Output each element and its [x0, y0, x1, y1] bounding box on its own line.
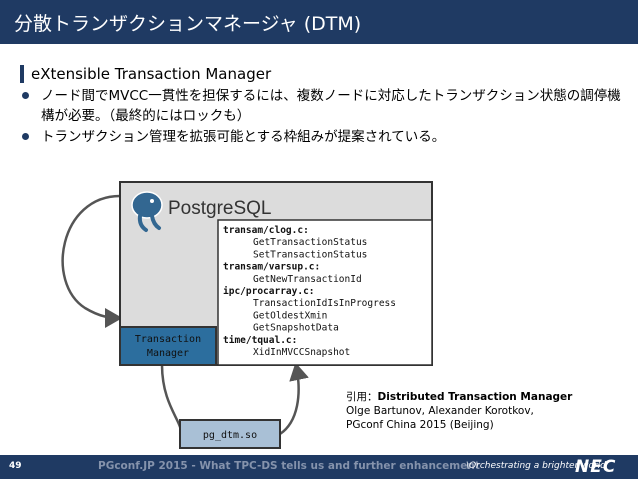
bullet-text: トランザクション管理を拡張可能とする枠組みが提案されている。 — [41, 129, 446, 145]
postgresql-logo-text: PostgreSQL — [168, 198, 272, 219]
code-function-name: GetSnapshotData — [253, 323, 339, 334]
bullet-dot-icon — [22, 133, 29, 140]
citation-title-line: 引用：Distributed Transaction Manager — [346, 390, 572, 404]
transaction-manager-label-line2: Manager — [147, 348, 189, 359]
transaction-manager-box — [119, 326, 217, 366]
code-function-name: TransactionIdIsInProgress — [253, 298, 396, 309]
code-function-name: GetOldestXmin — [253, 310, 327, 321]
bullet-text: ノード間でMVCC一貫性を担保するには、複数ノードに対応したトランザクション状態… — [41, 88, 621, 124]
page-number: 49 — [9, 461, 22, 471]
bullet-item: トランザクション管理を拡張可能とする枠組みが提案されている。 — [22, 127, 622, 147]
pg-dtm-library-box — [179, 419, 281, 449]
code-function-name: SetTransactionStatus — [253, 249, 367, 260]
lib-to-core-arrow — [279, 362, 309, 436]
citation: 引用：Distributed Transaction Manager Olge … — [346, 390, 572, 432]
code-function-name: XidInMVCCSnapshot — [253, 347, 350, 358]
tagline: \Orchestrating a brighter world — [466, 461, 606, 471]
footer-caption: PGconf.JP 2015 - What TPC-DS tells us an… — [98, 460, 480, 472]
transaction-manager-label-line1: Transaction — [135, 334, 201, 345]
code-file-heading: transam/varsup.c: — [223, 262, 320, 273]
citation-prefix: 引用： — [346, 391, 378, 403]
citation-authors: Olge Bartunov, Alexander Korotkov, — [346, 405, 534, 417]
code-file-heading: ipc/procarray.c: — [223, 286, 315, 297]
title-bar: 分散トランザクションマネージャ (DTM) — [0, 0, 638, 44]
nec-logo: NEC — [575, 457, 617, 477]
code-file-heading: transam/clog.c: — [223, 225, 309, 236]
heading-text: eXtensible Transaction Manager — [31, 65, 272, 83]
dtm-architecture-diagram: PostgreSQL transam/clog.c:GetTransaction… — [61, 181, 433, 449]
code-panel — [217, 219, 433, 366]
citation-venue: PGconf China 2015 (Beijing) — [346, 419, 494, 431]
pg-dtm-library-label: pg_dtm.so — [203, 430, 257, 441]
slide-title: 分散トランザクションマネージャ (DTM) — [14, 13, 362, 35]
bullet-dot-icon — [22, 92, 29, 99]
citation-title: Distributed Transaction Manager — [377, 391, 573, 403]
code-function-name: GetNewTransactionId — [253, 274, 362, 285]
heading-accent-bar — [20, 65, 24, 83]
code-file-heading: time/tqual.c: — [223, 335, 297, 346]
tm-to-lib-arrow — [160, 364, 182, 435]
footer-bar: 49 PGconf.JP 2015 - What TPC-DS tells us… — [0, 455, 638, 479]
postgresql-elephant-icon — [131, 191, 163, 232]
bullet-item: ノード間でMVCC一貫性を担保するには、複数ノードに対応したトランザクション状態… — [22, 86, 622, 126]
section-heading: eXtensible Transaction Manager — [20, 64, 271, 84]
code-listing: transam/clog.c:GetTransactionStatusSetTr… — [223, 225, 396, 358]
code-function-name: GetTransactionStatus — [253, 237, 367, 248]
loop-arrow — [61, 194, 123, 328]
